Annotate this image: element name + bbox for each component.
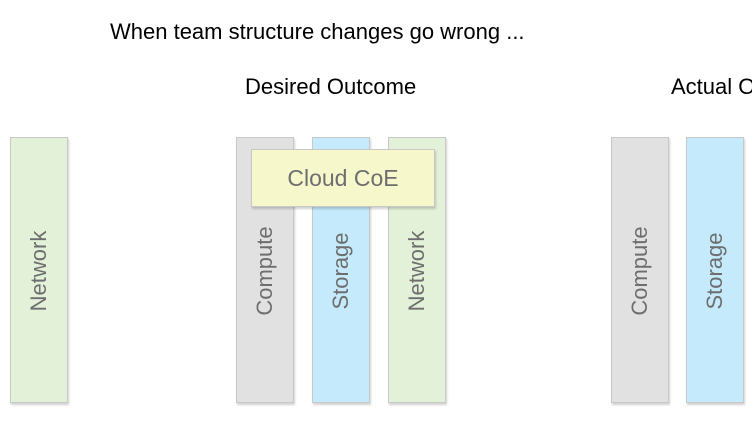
storage-column-label: Storage <box>328 232 353 310</box>
network-column-label: Network <box>26 230 51 312</box>
compute-column-label: Compute <box>627 226 652 316</box>
network-column-label: Network <box>404 230 429 312</box>
actual-outcome-heading: Actual O <box>671 74 752 99</box>
cloud-coe-label: Cloud CoE <box>287 164 399 191</box>
compute-column-label: Compute <box>252 226 277 316</box>
desired-outcome-heading: Desired Outcome <box>245 74 417 99</box>
network-column-left: Network <box>10 137 68 403</box>
storage-column-label: Storage <box>702 232 727 310</box>
slide-title: When team structure changes go wrong ... <box>110 19 525 44</box>
storage-column-actual: Storage <box>686 137 744 403</box>
compute-column-actual: Compute <box>611 137 669 403</box>
cloud-coe-box: Cloud CoE <box>251 149 435 207</box>
